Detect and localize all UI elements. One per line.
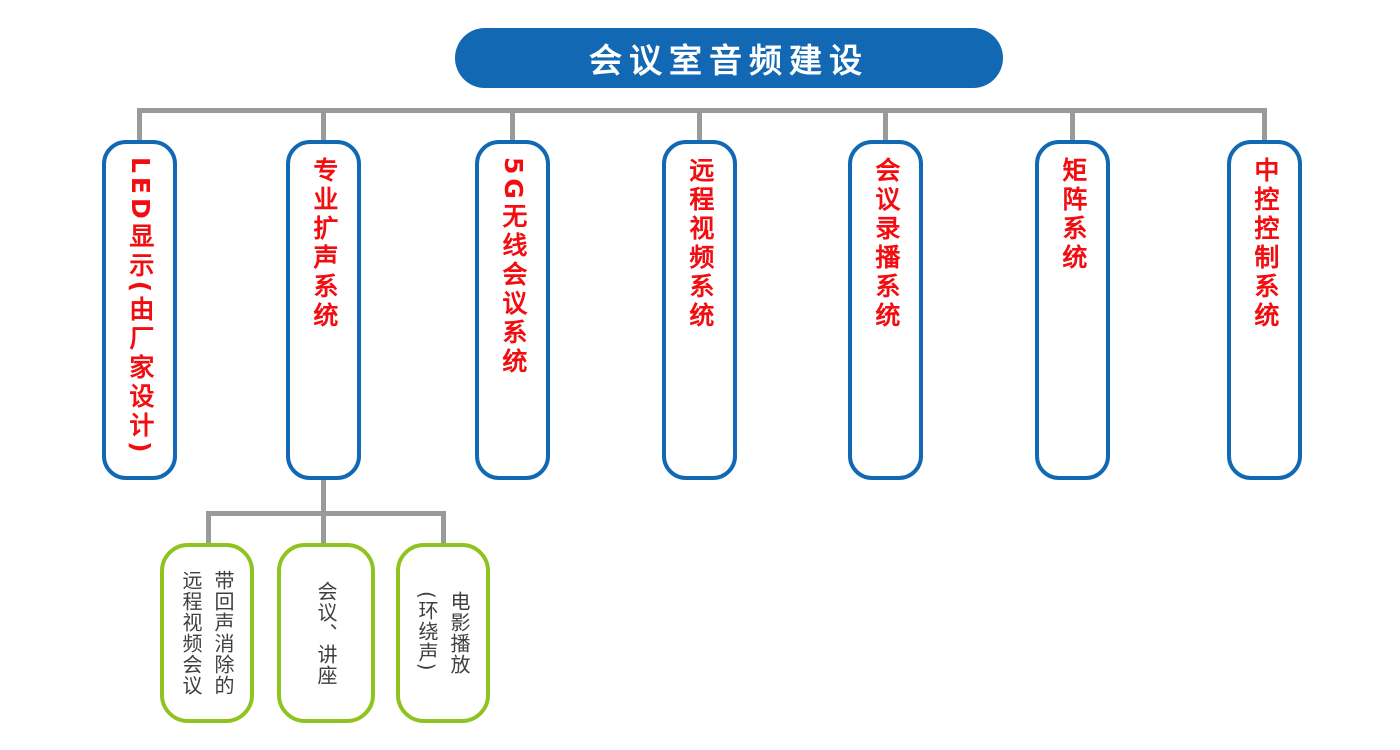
sub-label-echo-cancel-video-conf: 带回声消除的 远程视频会议 [179, 570, 235, 696]
root-node: 会议室音频建设 [455, 28, 1003, 88]
connector-branch-5 [883, 108, 888, 142]
connector-branch-3 [510, 108, 515, 142]
branch-node-matrix: 矩阵系统 [1035, 140, 1110, 480]
branch-node-5g-wireless: 5G无线会议系统 [475, 140, 550, 480]
connector-level1-horizontal [137, 108, 1267, 113]
branch-label-pro-sound: 专业扩声系统 [309, 157, 339, 331]
connector-branch-4 [697, 108, 702, 142]
connector-level2-horizontal [206, 511, 446, 516]
sub-label-meeting-lecture: 会议、讲座 [314, 580, 338, 686]
branch-label-5g-wireless: 5G无线会议系统 [498, 157, 528, 377]
branch-label-central-control: 中控控制系统 [1250, 157, 1280, 331]
sub-label-movie-surround: 电影播放 (环绕声) [415, 591, 471, 675]
connector-branch-7 [1262, 108, 1267, 142]
sub-node-movie-surround: 电影播放 (环绕声) [396, 543, 490, 723]
branch-label-led-display: LED显示(由厂家设计) [125, 157, 155, 457]
connector-sub-3 [441, 511, 446, 544]
connector-branch-6 [1070, 108, 1075, 142]
connector-branch-1 [137, 108, 142, 142]
connector-branch-2 [321, 108, 326, 142]
connector-sub-1 [206, 511, 211, 544]
sub-node-meeting-lecture: 会议、讲座 [277, 543, 375, 723]
branch-label-matrix: 矩阵系统 [1058, 157, 1088, 273]
branch-label-recording: 会议录播系统 [871, 157, 901, 331]
branch-node-remote-video: 远程视频系统 [662, 140, 737, 480]
branch-node-central-control: 中控控制系统 [1227, 140, 1302, 480]
branch-node-pro-sound: 专业扩声系统 [286, 140, 361, 480]
branch-node-led-display: LED显示(由厂家设计) [102, 140, 177, 480]
sub-node-echo-cancel-video-conf: 带回声消除的 远程视频会议 [160, 543, 254, 723]
branch-node-recording: 会议录播系统 [848, 140, 923, 480]
root-node-label: 会议室音频建设 [589, 41, 869, 80]
branch-label-remote-video: 远程视频系统 [685, 157, 715, 331]
